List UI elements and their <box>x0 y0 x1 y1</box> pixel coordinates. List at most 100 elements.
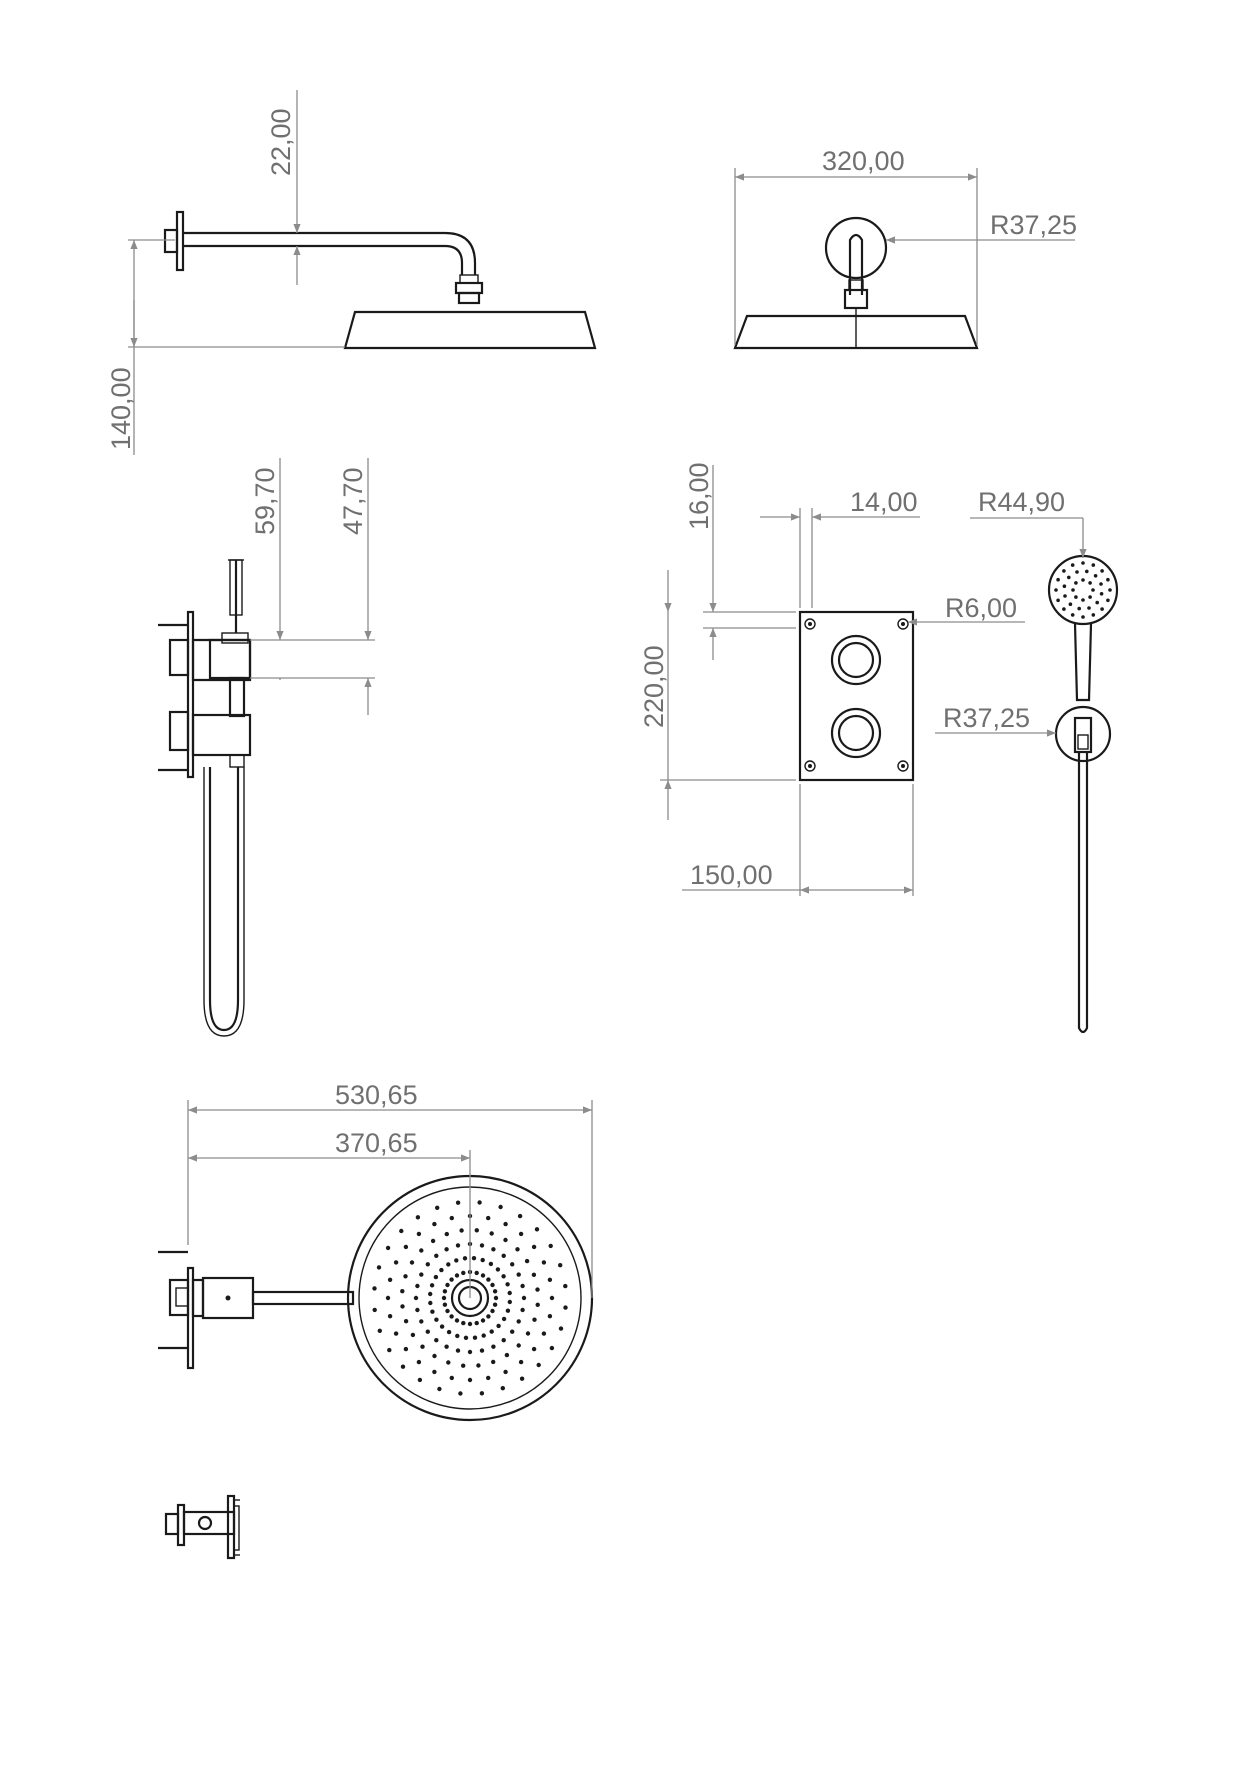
dimension-label: R6,00 <box>945 593 1017 623</box>
nozzle-dot <box>563 1283 568 1289</box>
nozzle-dot <box>548 1243 553 1249</box>
nozzle-dot <box>372 1286 377 1291</box>
nozzle-dot <box>461 1363 466 1368</box>
nozzle-dot <box>525 1331 531 1336</box>
nozzle-dot <box>399 1228 404 1234</box>
nozzle-dot <box>474 1228 479 1233</box>
nozzle-dot <box>1071 588 1075 592</box>
nozzle-dot <box>479 1348 485 1353</box>
dimension-head-height: 140,00 <box>106 239 345 455</box>
nozzle-dot <box>415 1215 421 1220</box>
nozzle-dot <box>490 1282 495 1288</box>
nozzle-dot <box>515 1247 520 1252</box>
nozzle-dot <box>486 1314 491 1319</box>
nozzle-dot <box>434 1253 439 1259</box>
nozzle-dot <box>1062 607 1066 611</box>
nozzle-dot <box>486 1375 491 1381</box>
nozzle-dot <box>481 1333 486 1338</box>
nozzle-dot <box>419 1319 424 1324</box>
dimension-label: 22,00 <box>266 108 296 176</box>
nozzle-dot <box>403 1319 409 1324</box>
nozzle-dot <box>420 1344 425 1349</box>
dimension-label: R37,25 <box>943 703 1030 733</box>
dimension-label: 370,65 <box>335 1128 418 1158</box>
nozzle-dot <box>516 1272 521 1277</box>
nozzle-dot <box>520 1307 525 1313</box>
wall-plate <box>186 610 195 779</box>
knob-icon <box>830 634 882 686</box>
nozzle-dot <box>400 1304 405 1309</box>
dimension-label: R44,90 <box>978 487 1065 517</box>
shower-arm <box>848 233 864 295</box>
nozzle-dot <box>501 1338 506 1343</box>
nozzle-dot <box>454 1318 460 1323</box>
dimension-label: 14,00 <box>850 487 918 517</box>
nozzle-dot <box>531 1244 537 1250</box>
nozzle-dot <box>393 1260 399 1265</box>
nozzle-dot <box>376 1265 382 1270</box>
nozzle-dot <box>491 1359 496 1365</box>
nozzle-dot <box>1091 613 1096 617</box>
dimension-label: R37,25 <box>990 210 1077 240</box>
shower-head-icon <box>733 314 979 350</box>
nozzle-dot <box>393 1331 399 1336</box>
nozzle-dot <box>1100 607 1104 611</box>
nozzle-dot <box>476 1363 481 1368</box>
dimension-label: 59,70 <box>250 467 280 535</box>
nozzle-dot <box>1085 569 1089 574</box>
nozzle-dot <box>1067 575 1071 580</box>
wall-flange-icon <box>163 210 185 272</box>
nozzle-dot <box>455 1333 460 1339</box>
nozzle-dot <box>1063 594 1067 598</box>
nozzle-dot <box>474 1320 479 1326</box>
nozzle-dot <box>496 1323 501 1329</box>
dimension-plate-depth: 14,00 <box>760 487 920 608</box>
nozzle-dot <box>1088 595 1092 599</box>
nozzle-dot <box>446 1262 451 1267</box>
nozzle-dot <box>442 1289 448 1294</box>
nozzle-dot <box>479 1391 485 1396</box>
nozzle-dot <box>536 1362 541 1368</box>
nozzle-dot <box>516 1319 521 1324</box>
dimension-label: 47,70 <box>338 467 368 535</box>
nozzle-dot <box>1106 598 1110 603</box>
nozzle-dot <box>455 1243 461 1248</box>
nozzle-dot <box>1077 606 1081 611</box>
nozzle-dot <box>480 1273 486 1278</box>
nozzle-dot <box>413 1295 419 1301</box>
dimension-side-offset-1: 59,70 <box>250 458 375 680</box>
nozzle-dot <box>449 1375 454 1381</box>
nozzle-dot <box>441 1295 447 1301</box>
nozzle-dot <box>480 1318 486 1323</box>
nozzle-dot <box>372 1307 377 1313</box>
nozzle-dot <box>1091 588 1095 592</box>
nozzle-dot <box>425 1329 430 1334</box>
dimension-plate-width: 150,00 <box>682 784 914 896</box>
nozzle-dot <box>500 1386 505 1391</box>
nozzle-dot <box>1081 561 1085 565</box>
nozzle-dot <box>454 1258 459 1263</box>
hose-icon <box>208 767 240 1032</box>
dimension-arm-offset: 22,00 <box>266 90 301 285</box>
nozzle-dot <box>534 1227 540 1232</box>
wall-flange-icon <box>824 216 888 280</box>
nozzle-dot <box>1091 563 1096 567</box>
nozzle-dot <box>491 1247 496 1252</box>
plate-dimensions: 16,00 14,00 R6,00 220,00 <box>639 462 1025 896</box>
nozzle-dot <box>461 1320 466 1326</box>
nozzle-dot <box>1081 578 1085 582</box>
nozzle-dot <box>519 1376 525 1381</box>
nozzle-dot <box>432 1221 437 1227</box>
nozzle-dot <box>444 1247 449 1252</box>
nozzle-dot <box>429 1283 435 1288</box>
nozzle-dot <box>510 1262 515 1267</box>
shower-head-icon <box>343 310 597 350</box>
nozzle-dot <box>491 1344 496 1349</box>
nozzle-dot <box>517 1213 523 1219</box>
nozzle-dot <box>477 1200 482 1205</box>
nozzle-dot <box>455 1200 461 1205</box>
nozzle-dot <box>505 1308 511 1313</box>
wall-flange-icon <box>1054 705 1112 763</box>
nozzle-dot <box>472 1335 478 1340</box>
nozzle-dot <box>498 1204 503 1210</box>
